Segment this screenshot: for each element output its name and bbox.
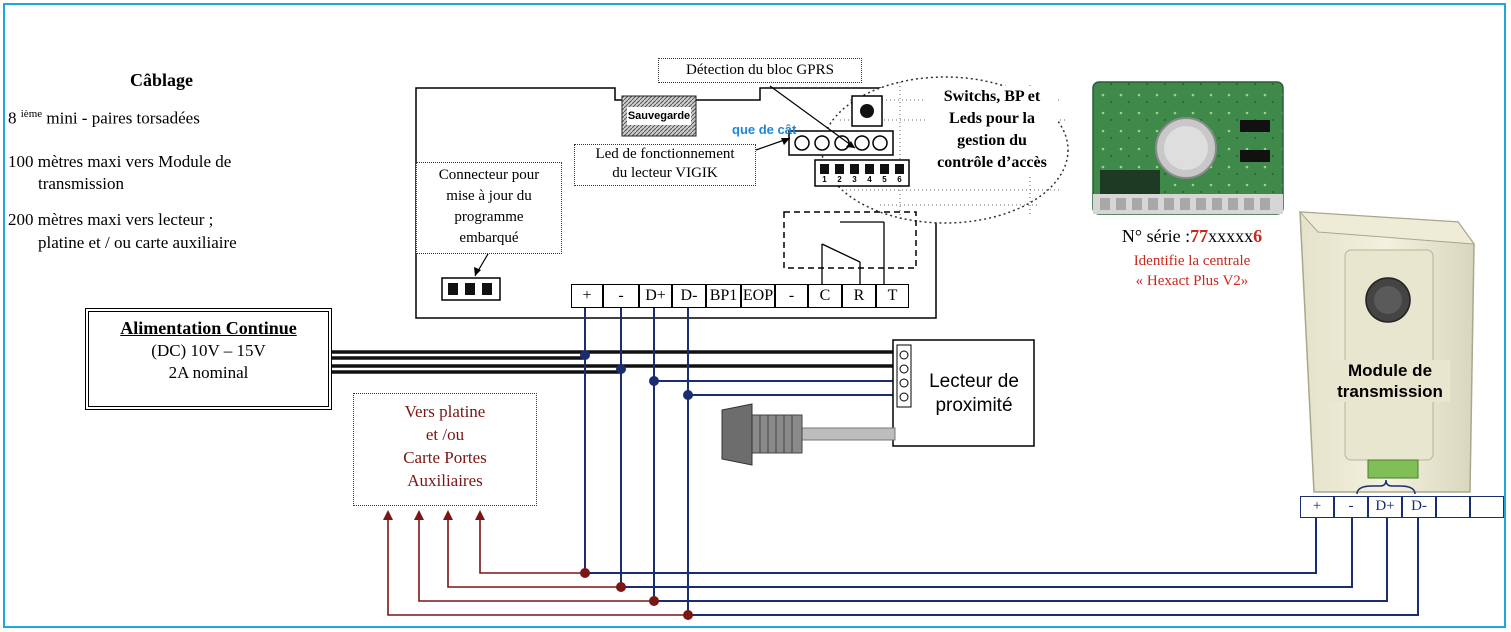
power-supply-box: Alimentation Continue (DC) 10V – 15V 2A …: [85, 308, 332, 410]
serial-prefix: N° série :: [1121, 226, 1191, 246]
terminal-c: C: [808, 284, 842, 308]
aux-line-2: et /ou: [425, 425, 465, 444]
reader-antenna: [721, 403, 896, 466]
dip-number: 5: [882, 175, 887, 184]
reader-line-2: proximité: [935, 395, 1013, 416]
terminal-dminus: D-: [672, 284, 706, 308]
pcb-photo: [1092, 81, 1284, 215]
dip-number: 6: [897, 175, 902, 184]
cablage-line-3b: platine et / ou carte auxiliaire: [38, 233, 237, 252]
module-label: Module de transmission: [1330, 360, 1450, 402]
program-connector: [441, 277, 501, 301]
partial-blue-text: que de cât: [732, 122, 797, 137]
serial-bold-2: 6: [1253, 226, 1263, 246]
connecteur-line-1: Connecteur pour: [438, 167, 540, 183]
cablage-line-2b: transmission: [38, 174, 124, 193]
dip-switch: [814, 159, 910, 187]
cablage-title: Câblage: [130, 70, 193, 90]
reader-box: [892, 339, 1035, 447]
terminal-t: T: [876, 284, 909, 308]
power-current: 2A nominal: [168, 363, 249, 382]
connecteur-label-box: Connecteur pour mise à jour du programme…: [416, 162, 562, 254]
serial-line-3: « Hexact Plus V2»: [1135, 273, 1249, 289]
sauvegarde-label: Sauvegarde: [627, 107, 691, 125]
aux-line-3: Carte Portes: [403, 448, 487, 467]
diagram-frame: [3, 3, 1506, 628]
terminal-r: R: [842, 284, 876, 308]
serial-middle: xxxxx: [1208, 226, 1254, 246]
dip-number: 4: [867, 175, 872, 184]
cablage-line-1-sup: ième: [20, 108, 43, 120]
led-label-line-2: du lecteur VIGIK: [612, 165, 718, 181]
serial-bold-1: 77: [1190, 226, 1209, 246]
module-line-2: transmission: [1337, 382, 1443, 401]
power-title: Alimentation Continue: [120, 318, 297, 338]
terminal-bp1: BP1: [706, 284, 741, 308]
led-label-box: Led de fonctionnement du lecteur VIGIK: [574, 144, 756, 186]
switches-label: Switchs, BP et Leds pour la gestion du c…: [926, 86, 1058, 174]
switches-line-3: gestion du: [957, 132, 1027, 149]
module-housing: [1298, 211, 1476, 493]
terminal-dplus: D+: [639, 284, 672, 308]
power-voltage: (DC) 10V – 15V: [151, 341, 266, 360]
cablage-line-1: 8 ième mini - paires torsadées: [8, 108, 200, 129]
switches-line-1: Switchs, BP et: [943, 88, 1041, 105]
serial-line-2: Identifie la centrale: [1133, 253, 1251, 269]
aux-line-4: Auxiliaires: [407, 471, 483, 490]
dip-number: 3: [852, 175, 857, 184]
reader-line-1: Lecteur de: [929, 371, 1019, 392]
module-line-1: Module de: [1347, 361, 1433, 380]
terminal-plus: +: [571, 284, 603, 308]
terminal-eop: EOP: [741, 284, 775, 308]
relay-box: [783, 211, 917, 269]
switches-line-2: Leds pour la: [949, 110, 1035, 127]
module-terminal-empty: [1436, 496, 1470, 518]
dip-numbers: 1 2 3 4 5 6: [817, 175, 911, 184]
gprs-label: Détection du bloc GPRS: [658, 58, 862, 83]
cablage-line-3: 200 mètres maxi vers lecteur ;: [8, 210, 214, 229]
dip-number: 2: [837, 175, 842, 184]
connecteur-line-2: mise à jour du: [446, 188, 532, 204]
switches-line-4: contrôle d’accès: [937, 154, 1047, 171]
cablage-line-1-suffix: mini - paires torsadées: [42, 108, 200, 128]
module-terminal-dplus: D+: [1368, 496, 1402, 518]
connecteur-line-4: embarqué: [459, 230, 519, 246]
aux-line-1: Vers platine: [404, 402, 486, 421]
reader-label: Lecteur de proximité: [915, 370, 1033, 418]
dip-number: 1: [822, 175, 827, 184]
module-terminal-plus: +: [1300, 496, 1334, 518]
module-terminal-minus: -: [1334, 496, 1368, 518]
connecteur-line-3: programme: [454, 209, 524, 225]
module-terminal-dminus: D-: [1402, 496, 1436, 518]
module-terminal-empty: [1470, 496, 1504, 518]
terminal-minus-2: -: [775, 284, 808, 308]
terminal-minus: -: [603, 284, 639, 308]
aux-box: Vers platine et /ou Carte Portes Auxilia…: [353, 393, 537, 506]
cablage-line-1-prefix: 8: [8, 108, 17, 128]
serial-number: N° série :77xxxxx6: [1092, 226, 1292, 247]
led-label-line-1: Led de fonctionnement: [595, 146, 735, 162]
cablage-line-2: 100 mètres maxi vers Module de: [8, 152, 232, 171]
